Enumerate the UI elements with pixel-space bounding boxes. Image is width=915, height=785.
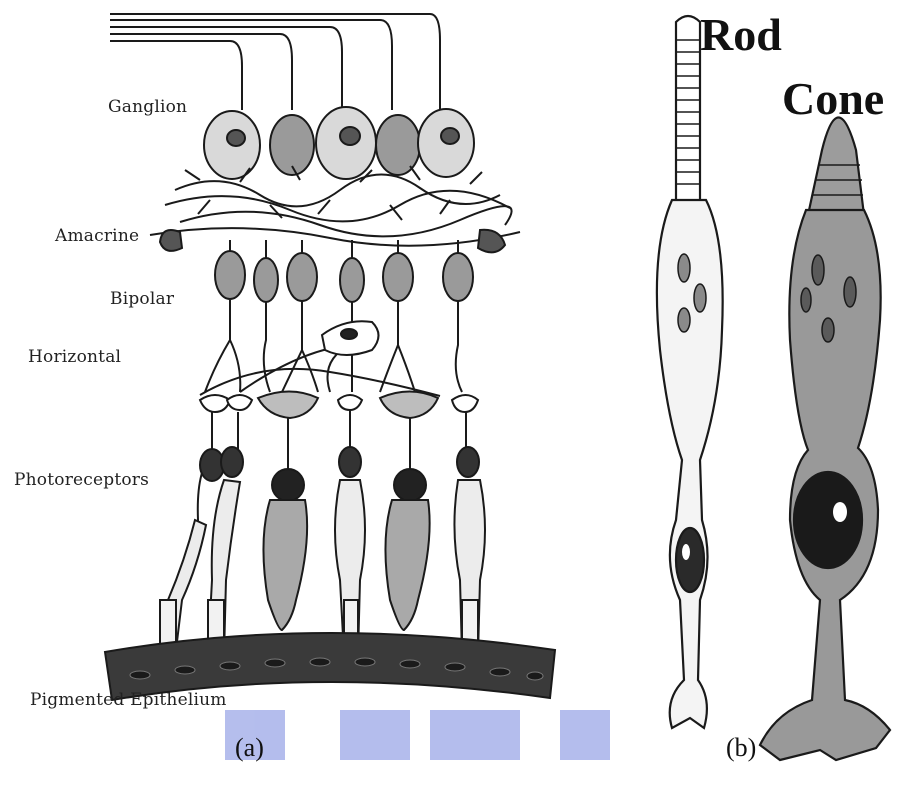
- caption-b: (b): [726, 733, 756, 763]
- label-photoreceptors: Photoreceptors: [14, 470, 149, 490]
- label-amacrine: Amacrine: [55, 226, 139, 246]
- horizontal-cell: [322, 321, 379, 355]
- ganglion-axons: [110, 14, 440, 110]
- label-bipolar: Bipolar: [110, 289, 174, 309]
- label-ganglion: Ganglion: [108, 97, 187, 117]
- label-rod: Rod: [700, 8, 782, 61]
- caption-a: (a): [235, 733, 264, 763]
- label-horizontal: Horizontal: [28, 347, 121, 367]
- ganglion-cells: [204, 107, 474, 179]
- watermark: [225, 710, 610, 760]
- label-cone: Cone: [782, 72, 884, 125]
- label-pigmented-epithelium: Pigmented Epithelium: [30, 690, 227, 710]
- inner-plexiform-layer: [150, 166, 520, 246]
- rod-cell: [657, 16, 723, 728]
- cone-cell: [760, 118, 890, 761]
- bipolar-cells: [215, 240, 473, 302]
- amacrine-cells: [160, 230, 505, 253]
- photoreceptor-cells: [160, 410, 485, 655]
